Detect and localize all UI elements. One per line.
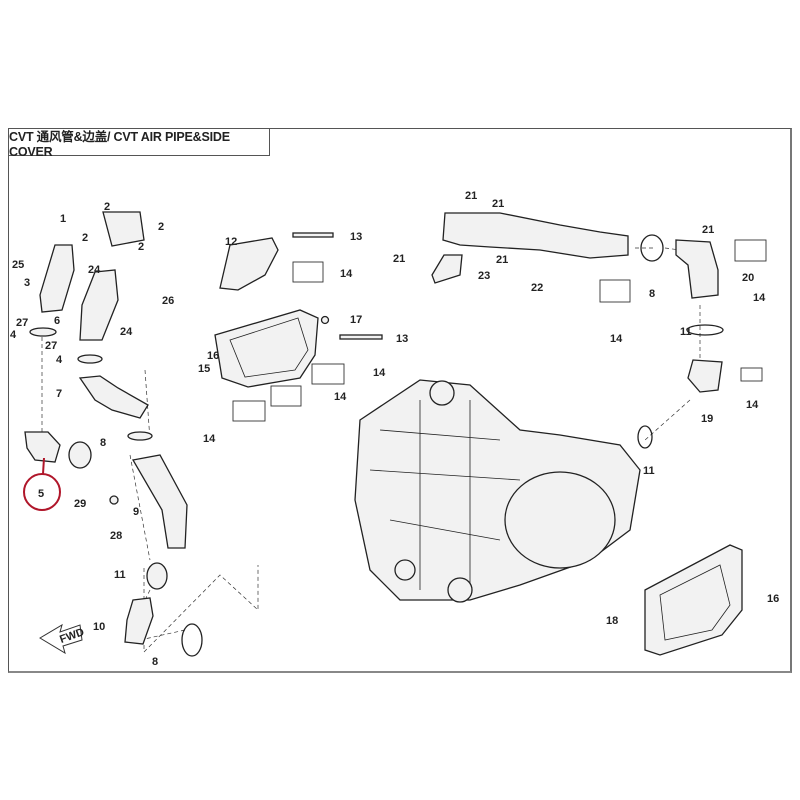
callout-11: 11 <box>114 569 126 581</box>
part-8-clamp <box>640 234 664 262</box>
callout-16: 16 <box>207 350 219 362</box>
callout-19: 19 <box>701 413 713 425</box>
callout-14: 14 <box>373 367 386 379</box>
spec-box <box>311 363 345 385</box>
callout-2: 2 <box>138 241 144 253</box>
callout-27: 27 <box>45 340 57 352</box>
callout-17: 17 <box>350 314 362 326</box>
throttle-body <box>429 380 455 406</box>
callout-14: 14 <box>334 391 347 403</box>
part-17-bolt <box>320 315 330 325</box>
part-6-duct <box>79 269 119 341</box>
callout-26: 26 <box>162 295 174 307</box>
callout-21: 21 <box>393 253 405 265</box>
part-1-inlet-cover <box>102 211 145 247</box>
callout-10: 10 <box>93 621 105 633</box>
callout-6: 6 <box>54 315 60 327</box>
part-7-elbow <box>78 375 149 419</box>
callout-14: 14 <box>746 399 759 411</box>
callout-13: 13 <box>396 333 408 345</box>
side-cover-parts <box>214 232 383 422</box>
part-15-cover <box>214 309 319 388</box>
callout-3: 3 <box>24 277 30 289</box>
part-18-cvt-outer-cover <box>644 544 743 656</box>
part-4-clamp <box>29 327 57 337</box>
callout-21: 21 <box>465 190 477 202</box>
part-11-clamp <box>146 562 168 590</box>
callout-24: 24 <box>88 264 101 276</box>
part-8-ring <box>127 431 153 441</box>
part-12-cover <box>219 237 279 291</box>
callout-21: 21 <box>702 224 714 236</box>
callout-23: 23 <box>478 270 490 282</box>
fwd-arrow: FWD <box>39 623 86 655</box>
callout-28: 28 <box>110 530 122 542</box>
callout-20: 20 <box>742 272 754 284</box>
callout-1: 1 <box>60 213 66 225</box>
spec-box <box>734 239 767 262</box>
spec-box <box>292 261 324 283</box>
part-19-elbow <box>687 359 723 393</box>
callout-25: 25 <box>12 259 24 271</box>
spec-box <box>232 400 266 422</box>
upper-duct-parts <box>431 212 767 449</box>
callout-9: 9 <box>133 506 139 518</box>
callout-22: 22 <box>531 282 543 294</box>
spec-box <box>740 367 763 382</box>
part-28-bolt <box>109 495 119 505</box>
spec-box <box>270 385 302 407</box>
callout-2: 2 <box>82 232 88 244</box>
part-11-clamp <box>637 425 653 449</box>
callout-14: 14 <box>753 292 766 304</box>
part-23-duct <box>431 254 463 284</box>
air-duct-parts <box>24 211 203 657</box>
callout-4: 4 <box>56 354 63 366</box>
callout-14: 14 <box>203 433 216 445</box>
callout-29: 29 <box>74 498 86 510</box>
part-29-seal <box>68 441 92 469</box>
callout-14: 14 <box>340 268 353 280</box>
callout-16: 16 <box>767 593 779 605</box>
part-8-clamp <box>181 623 203 657</box>
callout-7: 7 <box>56 388 62 400</box>
part-4-clamp <box>77 354 103 364</box>
callout-15: 15 <box>198 363 210 375</box>
callout-13: 13 <box>350 231 362 243</box>
part-10-pipe <box>124 597 154 645</box>
callout-4: 4 <box>10 329 17 341</box>
callout-12: 12 <box>225 236 237 248</box>
part-3-duct <box>39 244 75 313</box>
engine-assembly <box>354 379 641 603</box>
callout-8: 8 <box>649 288 655 300</box>
spec-box <box>599 279 631 303</box>
diagram-title: CVT 通风管&边盖/ CVT AIR PIPE&SIDE COVER <box>8 128 270 159</box>
part-11-clamp <box>686 324 724 336</box>
callout-5: 5 <box>38 488 44 500</box>
callout-21: 21 <box>496 254 508 266</box>
callout-18: 18 <box>606 615 618 627</box>
callout-11: 11 <box>680 326 692 338</box>
diagram-frame <box>8 128 792 673</box>
callout-8: 8 <box>100 437 106 449</box>
highlight-part-5 <box>23 457 61 511</box>
part-9-pipe <box>131 454 188 549</box>
callout-2: 2 <box>158 221 164 233</box>
callout-27: 27 <box>16 317 28 329</box>
part-20-elbow <box>675 239 719 299</box>
cvt-cover-round <box>504 471 616 569</box>
part-5-elbow <box>24 431 61 463</box>
callout-8: 8 <box>152 656 158 668</box>
part-13-pin <box>292 232 334 238</box>
callout-24: 24 <box>120 326 133 338</box>
callout-21: 21 <box>492 198 504 210</box>
part-22-duct <box>442 212 629 259</box>
callout-14: 14 <box>610 333 623 345</box>
callout-11: 11 <box>643 465 655 477</box>
part-13-pin <box>339 334 383 340</box>
callout-2: 2 <box>104 201 110 213</box>
